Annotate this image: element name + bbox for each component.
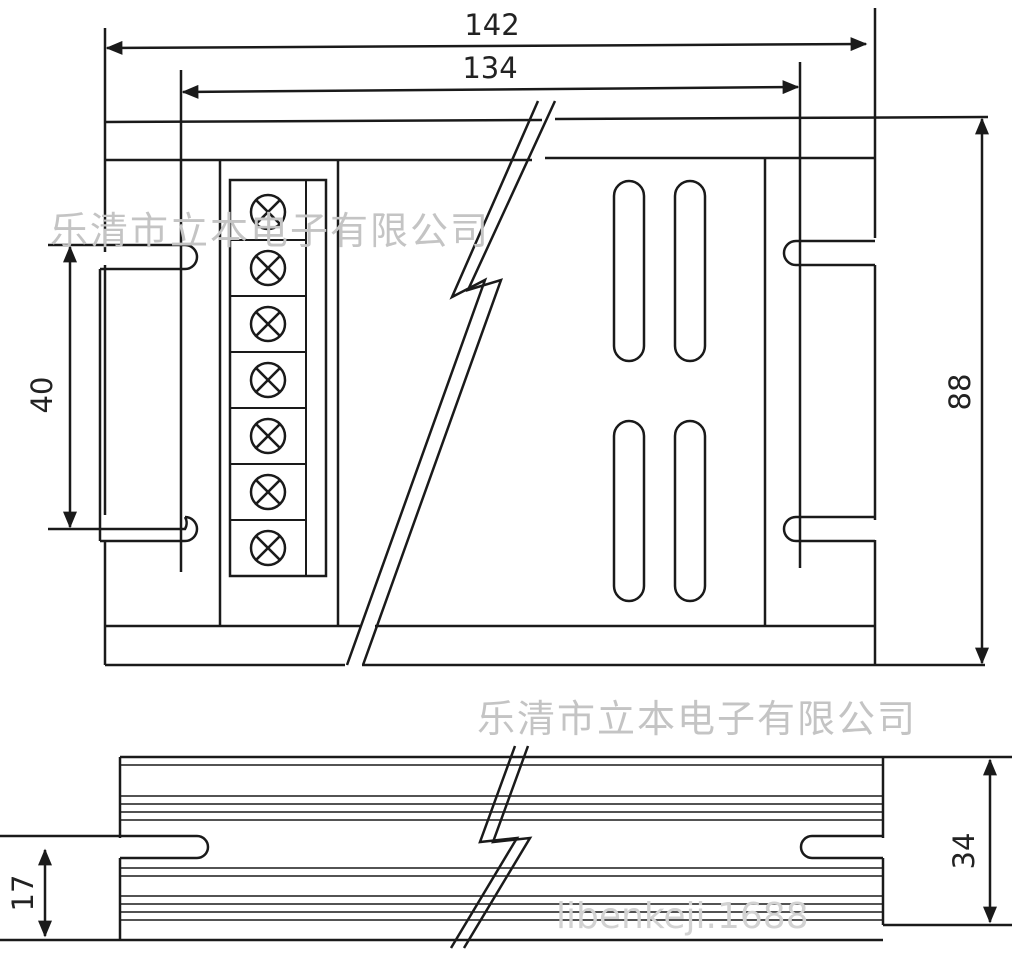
watermark-middle: 乐清市立本电子有限公司	[477, 697, 917, 741]
vent-slot	[612, 179, 646, 363]
screw-icon	[249, 193, 287, 231]
upper-right-slot	[782, 239, 875, 267]
watermark-top: 乐清市立本电子有限公司	[50, 209, 490, 253]
dim-slot-spacing: 40	[25, 245, 77, 529]
vent-slot	[673, 419, 707, 603]
terminal-block	[228, 178, 328, 578]
screw-icon	[249, 305, 287, 343]
screw-icon	[249, 249, 287, 287]
heatsink-fins	[120, 755, 883, 942]
screw-icon	[249, 361, 287, 399]
side-right-slot	[799, 834, 883, 860]
dim-side-slot-height: 17	[6, 848, 52, 938]
vent-slot	[673, 179, 707, 363]
watermark-bottom: libenkeji.1688	[556, 896, 809, 937]
vent-slots	[612, 179, 707, 603]
screw-icon	[249, 473, 287, 511]
dim-label-40: 40	[25, 377, 59, 414]
dim-label-88: 88	[943, 374, 977, 411]
dim-mount-spacing: 134	[181, 51, 800, 99]
dim-overall-width: 142	[105, 8, 868, 55]
lower-left-slot	[48, 515, 199, 543]
vent-slot	[612, 419, 646, 603]
dim-label-142: 142	[464, 8, 519, 42]
dim-side-height: 34	[947, 758, 997, 924]
terminal-screws	[249, 193, 287, 567]
screw-icon	[249, 417, 287, 455]
top-view: 142 134 40 88	[25, 8, 989, 667]
side-break-lines	[449, 745, 533, 949]
dim-label-17: 17	[6, 875, 40, 912]
side-view-outline	[0, 755, 1012, 942]
side-left-slot	[0, 834, 210, 860]
screw-icon	[249, 529, 287, 567]
top-view-outline	[103, 8, 989, 667]
lower-right-slot	[782, 515, 875, 543]
right-mount-slots	[782, 239, 875, 543]
dim-label-134: 134	[462, 51, 517, 85]
upper-left-slot	[48, 243, 199, 271]
break-lines	[345, 100, 557, 666]
dim-height: 88	[943, 117, 989, 665]
left-mount-slots	[48, 243, 199, 543]
dim-label-34: 34	[947, 833, 981, 870]
side-view: 34 17	[0, 745, 1012, 949]
